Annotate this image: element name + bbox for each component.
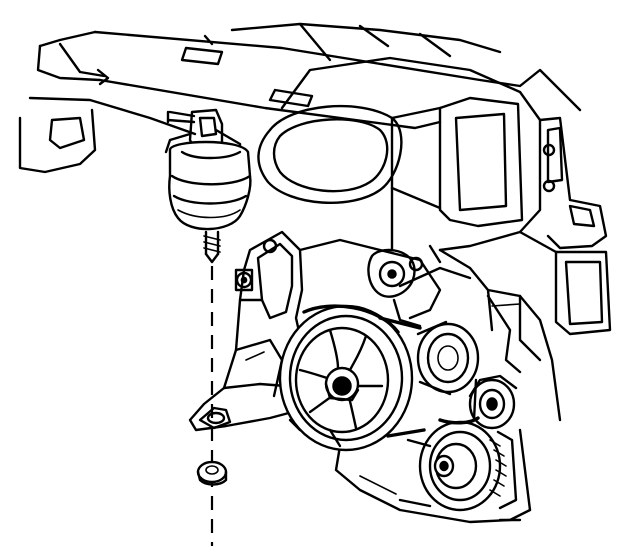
front-cover <box>298 238 522 374</box>
frame-rail <box>18 22 582 174</box>
power-steering-pulley <box>418 420 518 512</box>
oil-pan <box>328 428 532 522</box>
tensioner-pulley <box>468 374 518 430</box>
idler-pulley-upper <box>416 320 480 396</box>
engine-mount-insulator <box>164 108 252 264</box>
mount-nut <box>196 460 228 486</box>
drive-belt <box>378 316 480 448</box>
mount-bracket <box>188 230 332 432</box>
crankshaft-pulley <box>278 304 414 452</box>
engine-block <box>257 56 612 524</box>
